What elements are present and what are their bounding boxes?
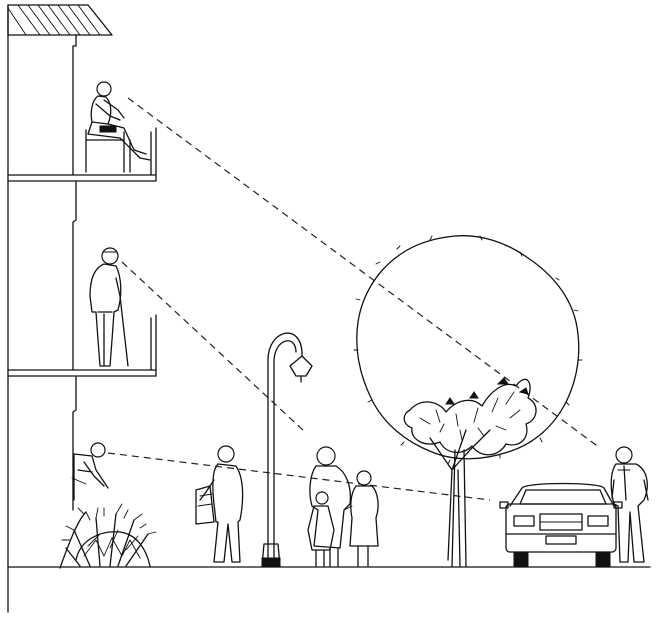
- car-wheel-left: [514, 552, 528, 566]
- car-headlight-left: [514, 516, 534, 526]
- balcony-lower: [8, 315, 156, 376]
- car-windshield: [520, 490, 606, 504]
- person-standing-right: [611, 447, 648, 562]
- person-seated-balcony: [86, 82, 150, 172]
- car-plate: [546, 536, 576, 544]
- person-elderly-cane: [90, 248, 128, 366]
- balcony-upper: [8, 128, 156, 181]
- sight-lines: [108, 98, 600, 500]
- family-group: [308, 447, 378, 566]
- shrub: [60, 504, 156, 568]
- sight-line-lower: [108, 453, 490, 500]
- car: [500, 484, 622, 567]
- person-shopper: [196, 446, 243, 562]
- lamp-head: [290, 356, 312, 376]
- car-headlight-right: [588, 516, 608, 526]
- car-wheel-right: [596, 552, 610, 566]
- street-lamp: [262, 333, 312, 566]
- roof: [8, 5, 112, 35]
- tree-small: [404, 378, 536, 566]
- person-gardening: [72, 443, 108, 500]
- building-facade: [73, 35, 76, 510]
